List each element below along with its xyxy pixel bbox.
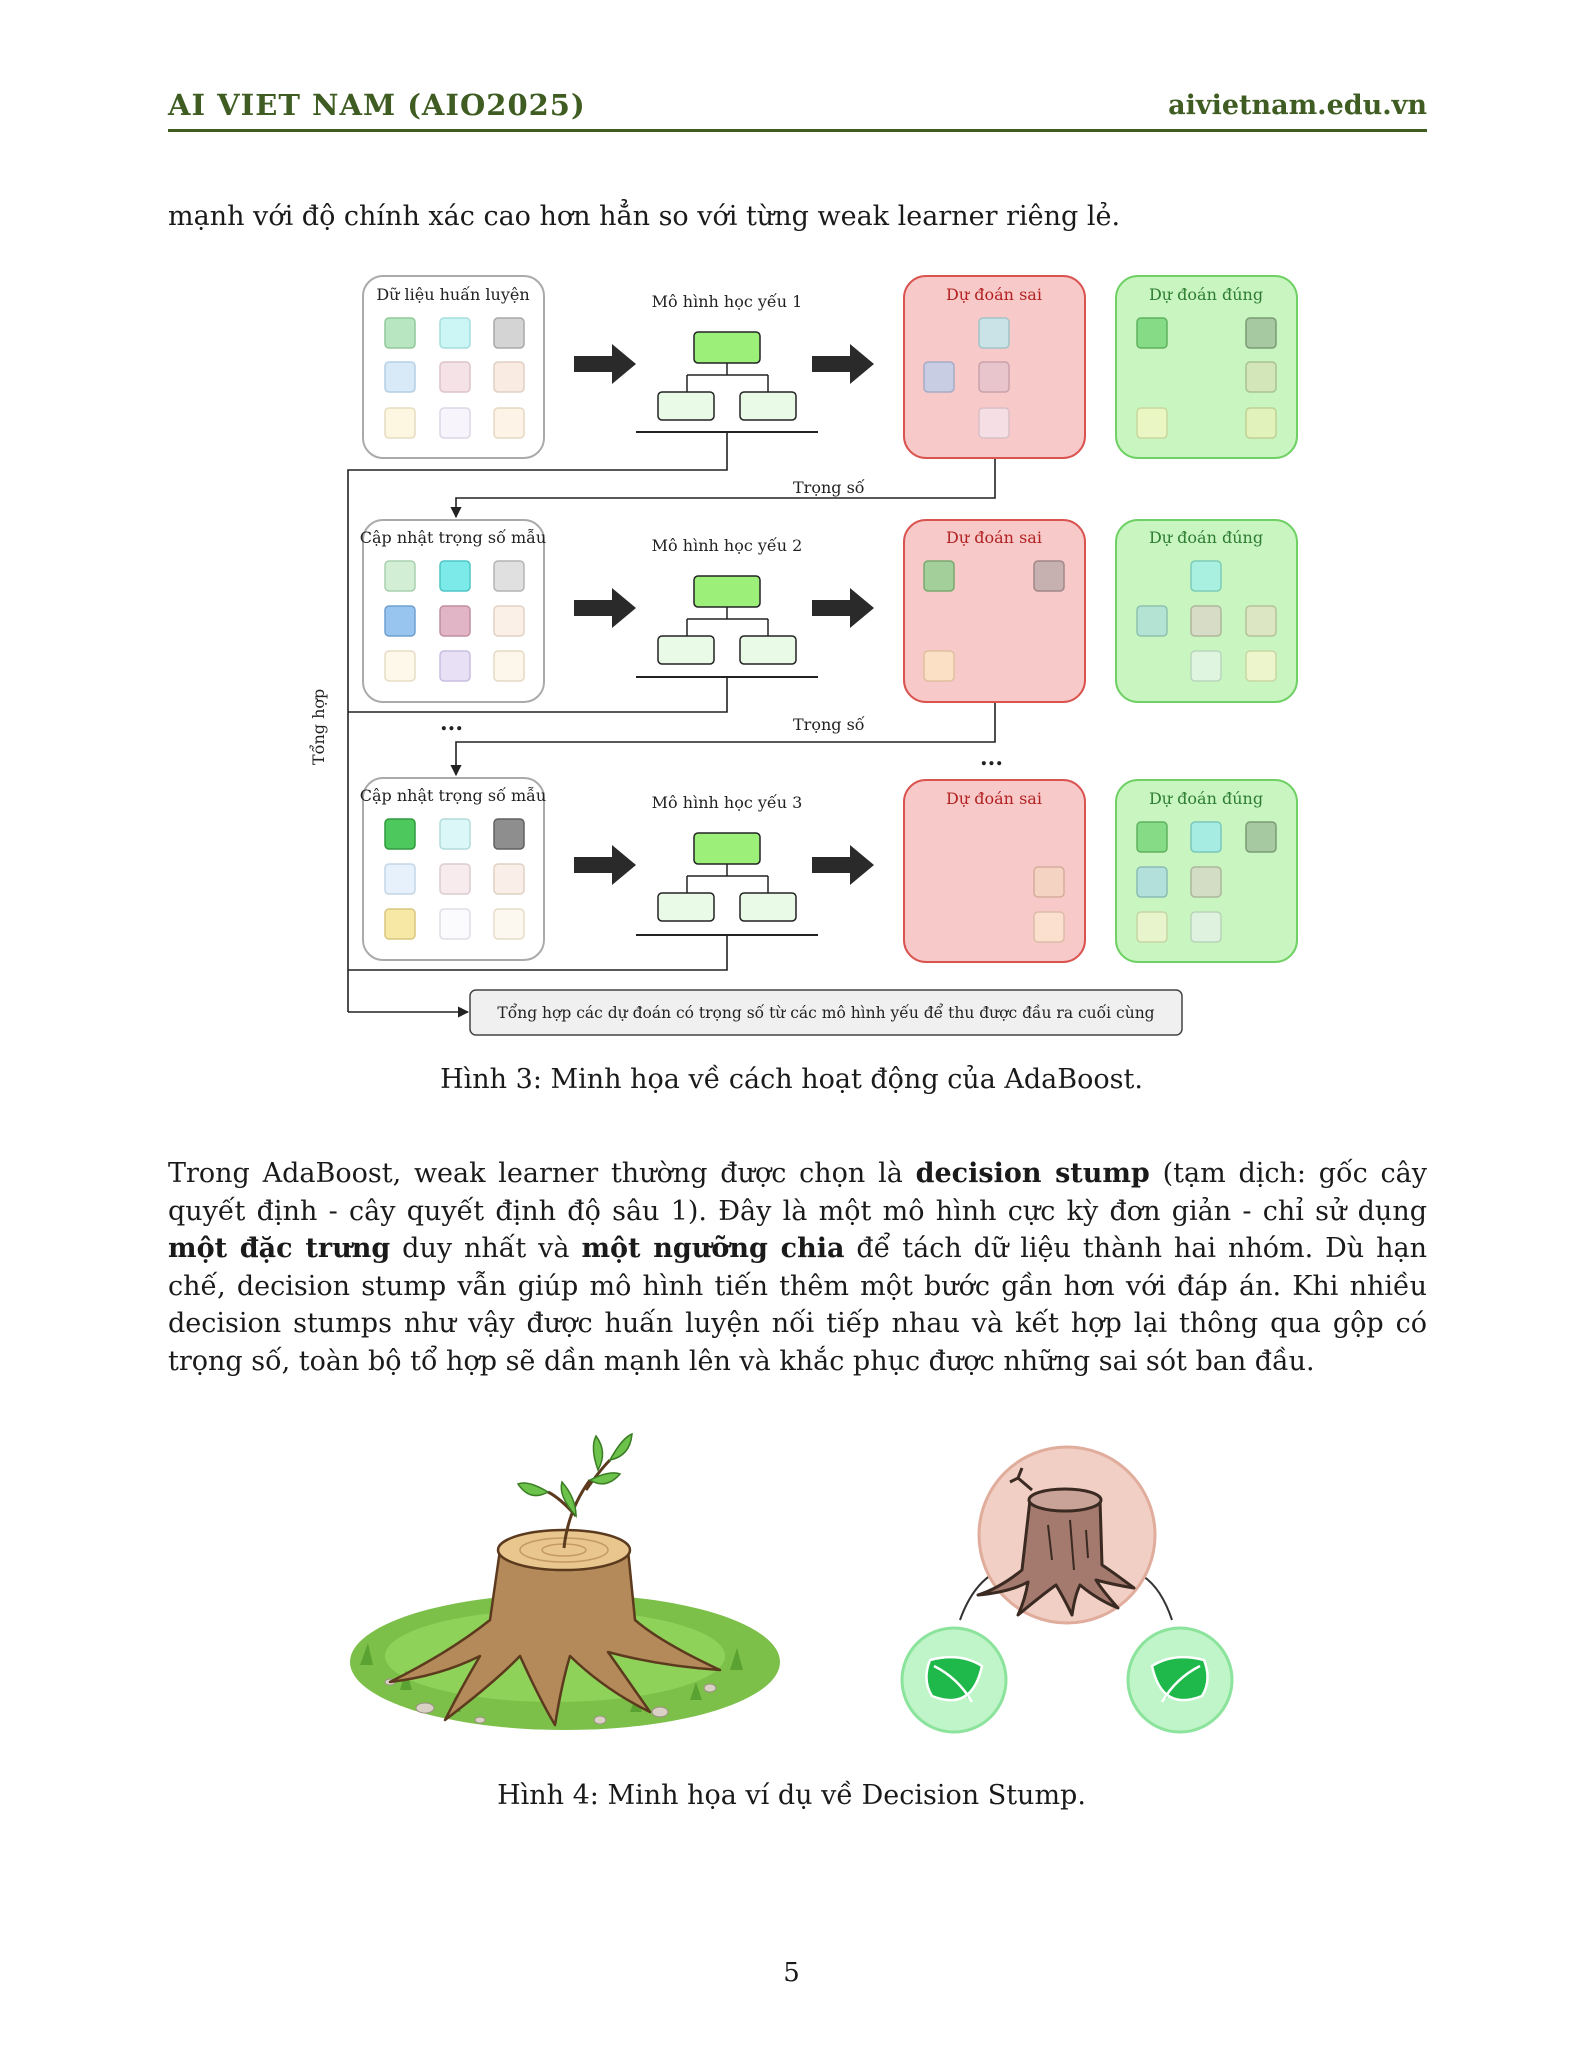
data-box-2-label: Cập nhật trọng số mẫu: [360, 528, 546, 547]
right-arrow-icon: [574, 845, 636, 885]
right-arrow-icon: [574, 588, 636, 628]
header-title: AI VIET NAM (AIO2025): [168, 88, 586, 122]
flow-lines: [347, 432, 996, 1018]
intro-line: mạnh với độ chính xác cao hơn hẳn so với…: [168, 201, 1121, 232]
weight-label-2: Trọng số: [793, 715, 865, 734]
final-output-text: Tổng hợp các dự đoán có trọng số từ các …: [497, 1004, 1154, 1022]
wrong-samples-1: [923, 317, 1010, 439]
right-arrow-icon: [812, 845, 874, 885]
data-box-1-label: Dữ liệu huấn luyện: [376, 285, 529, 304]
wrong-box-3-label: Dự đoán sai: [946, 789, 1042, 808]
right-arrow-icon: [574, 344, 636, 384]
data-box-3-label: Cập nhật trọng số mẫu: [360, 786, 546, 805]
row-2: Cập nhật trọng số mẫu Mô hình học yếu 2 …: [360, 519, 1298, 703]
right-arrow-icon: [812, 588, 874, 628]
aggregate-label: Tổng hợp: [309, 689, 328, 765]
row-1: Dữ liệu huấn luyện Mô hình học yếu 1 Dự …: [362, 275, 1298, 459]
model-3-label: Mô hình học yếu 3: [652, 793, 803, 812]
weak-model-2: [636, 575, 818, 678]
term-decision-stump: decision stump: [915, 1158, 1150, 1189]
weight-label-1: Trọng số: [793, 478, 865, 497]
row-3: Cập nhật trọng số mẫu Mô hình học yếu 3 …: [360, 777, 1298, 963]
term-one-feature: một đặc trưng: [168, 1233, 391, 1264]
wrong-samples-2: [923, 560, 1065, 682]
wrong-box-1-label: Dự đoán sai: [946, 285, 1042, 304]
right-box-1-label: Dự đoán đúng: [1149, 285, 1263, 304]
adaboost-diagram: Tổng hợp Trọng số Trọng số ... ... Dữ li…: [309, 275, 1298, 1036]
right-box-3-label: Dự đoán đúng: [1149, 789, 1263, 808]
right-box-2-label: Dự đoán đúng: [1149, 528, 1263, 547]
right-samples-1: [1136, 317, 1277, 439]
stump-illustration: [350, 1432, 780, 1730]
figure-4-caption: Hình 4: Minh họa ví dụ về Decision Stump…: [497, 1780, 1086, 1811]
term-one-threshold: một ngưỡng chia: [581, 1233, 845, 1264]
right-samples-2: [1136, 560, 1277, 682]
wrong-box-2-label: Dự đoán sai: [946, 528, 1042, 547]
leaf-icon: [1150, 1655, 1209, 1703]
right-arrow-icon: [812, 344, 874, 384]
right-samples-3: [1136, 821, 1277, 943]
model-1-label: Mô hình học yếu 1: [652, 292, 803, 311]
wrong-samples-3: [1033, 866, 1065, 943]
data-samples-1: [384, 317, 525, 439]
final-output-box: [469, 989, 1183, 1036]
data-samples-2: [384, 560, 525, 682]
model-2-label: Mô hình học yếu 2: [652, 536, 803, 555]
leaf-icon: [925, 1655, 984, 1703]
tree-stump-icon: [976, 1467, 1136, 1617]
stump-tree-diagram: [900, 1445, 1234, 1734]
weak-model-3: [636, 832, 818, 936]
ellipsis-left: ...: [440, 710, 463, 736]
figure-3-caption: Hình 3: Minh họa về cách hoạt động của A…: [440, 1064, 1143, 1095]
page-number: 5: [783, 1958, 800, 1988]
header-rule: [168, 129, 1427, 132]
weak-model-1: [636, 331, 818, 433]
data-samples-3: [384, 818, 525, 940]
body-paragraph: Trong AdaBoost, weak learner thường được…: [168, 1158, 1427, 1377]
ellipsis-right: ...: [980, 745, 1003, 771]
header-website: aivietnam.edu.vn: [1168, 90, 1427, 121]
